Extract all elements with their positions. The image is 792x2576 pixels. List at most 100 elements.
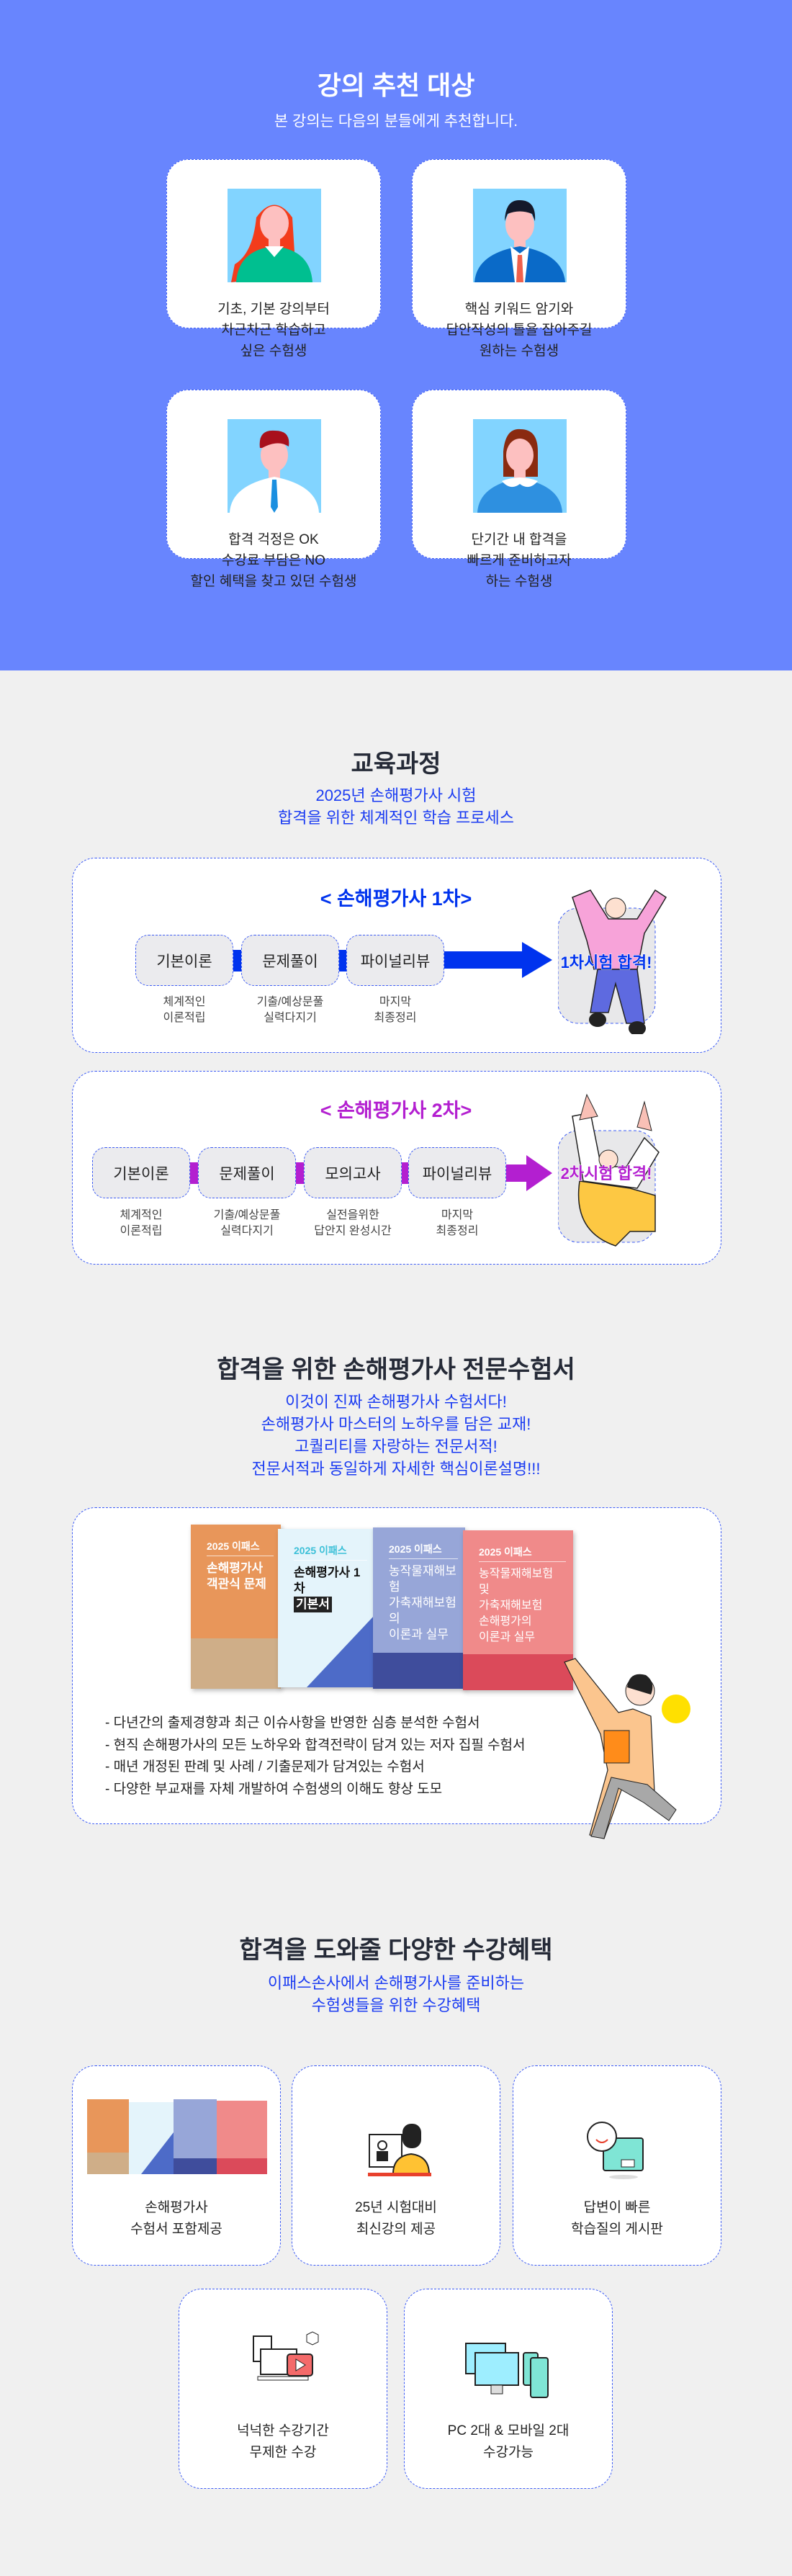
feature-item: - 현직 손해평가사의 모든 노하우와 합격전략이 담겨 있는 저자 집필 수험…: [105, 1737, 526, 1753]
track-1-heading: < 손해평가사 1차>: [320, 888, 472, 910]
benefit-text: 25년 시험대비: [355, 2200, 437, 2215]
benefit-text: 무제한 수강: [249, 2445, 317, 2460]
book-title-line: 농작물재해보험: [389, 1564, 456, 1594]
book-brand: 2025 이패스: [207, 1539, 274, 1556]
man-shirt-tie-avatar: [228, 419, 321, 513]
recommend-card: 단기간 내 합격을 빠르게 준비하고자 하는 수험생: [412, 390, 626, 589]
arrow-right-icon: [506, 1155, 552, 1191]
man-suit-avatar: [473, 189, 567, 282]
card-text-line: 빠르게 준비하고자: [467, 553, 572, 568]
subtitle-line: 수험생들을 위한 수강혜택: [311, 1996, 481, 2014]
benefit-text: 넉넉한 수강기간: [237, 2423, 329, 2438]
step-final-review: 파이널리뷰: [346, 935, 444, 986]
book-title-line: 손해평가사 1차: [294, 1566, 361, 1595]
card-text-line: 할인 혜택을 찾고 있던 수험생: [190, 574, 357, 589]
recommend-title: 강의 추천 대상: [317, 71, 475, 100]
books-title: 합격을 위한 손해평가사 전문수험서: [217, 1356, 575, 1383]
intro-line: 전문서적과 동일하게 자세한 핵심이론설명!!!: [251, 1460, 541, 1478]
feature-item: - 매년 개정된 판례 및 사례 / 기출문제가 담겨있는 수험서: [105, 1759, 425, 1774]
card-text-line: 단기간 내 합격을: [471, 532, 567, 547]
benefit-text: 손해평가사: [145, 2200, 208, 2215]
step-problem-solving: 문제풀이: [198, 1147, 296, 1198]
card-text-line: 수강료 부담은 NO: [222, 553, 325, 568]
card-text-line: 싶은 수험생: [240, 344, 307, 359]
book-brand: 2025 이패스: [294, 1543, 367, 1561]
book-brand: 2025 이패스: [479, 1545, 566, 1562]
intro-line: 이것이 진짜 손해평가사 수험서다!: [285, 1393, 507, 1411]
benefit-text: 수험서 포함제공: [130, 2222, 222, 2237]
step-connector: [233, 950, 242, 971]
card-text-line: 원하는 수험생: [479, 344, 559, 359]
step-desc: 실전을위한: [326, 1209, 379, 1221]
step-connector: [190, 1162, 199, 1184]
books-icon: [87, 2099, 267, 2174]
card-text-line: 기초, 기본 강의부터: [217, 302, 330, 317]
step-desc: 체계적인: [163, 996, 206, 1008]
step-desc: 답안지 완성시간: [314, 1225, 392, 1237]
card-text-line: 하는 수험생: [485, 574, 553, 589]
running-student-illustration: [564, 1658, 690, 1839]
curriculum-subtitle: 2025년 손해평가사 시험 합격을 위한 체계적인 학습 프로세스: [0, 784, 792, 829]
book-title-line: 농작물재해보험 및: [479, 1568, 554, 1596]
subtitle-line: 2025년 손해평가사 시험: [315, 786, 477, 804]
step-connector: [295, 1162, 304, 1184]
recommend-section: 강의 추천 대상 본 강의는 다음의 분들에게 추천합니다. 기초, 기본 강의…: [0, 0, 792, 670]
step-final-review: 파이널리뷰: [408, 1147, 506, 1198]
recommend-card: 핵심 키워드 암기와 답안작성의 틀을 잡아주길 원하는 수험생: [412, 159, 626, 359]
step-mock-exam: 모의고사: [304, 1147, 402, 1198]
pc-mobile-devices-icon: [465, 2343, 549, 2398]
book-title-line: 가축재해보험: [479, 1599, 543, 1612]
intro-line: 손해평가사 마스터의 노하우를 담은 교재!: [261, 1415, 531, 1433]
recommend-card: 합격 걱정은 OK 수강료 부담은 NO 할인 혜택을 찾고 있던 수험생: [166, 390, 381, 589]
card-text-line: 핵심 키워드 암기와: [464, 302, 574, 317]
benefit-text: 최신강의 제공: [356, 2222, 436, 2237]
book-title-line: 손해평가의: [479, 1615, 532, 1628]
book-title-line: 손해평가사: [207, 1561, 264, 1575]
qna-board-icon: [587, 2122, 644, 2179]
book-cover: 2025 이패스 손해평가사 1차 기본서: [278, 1529, 374, 1687]
step-desc: 체계적인: [120, 1209, 163, 1221]
intro-line: 고퀄리티를 자랑하는 전문서적!: [294, 1437, 498, 1455]
step-desc: 이론적립: [163, 1012, 206, 1024]
benefits-subtitle: 이패스손사에서 손해평가사를 준비하는 수험생들을 위한 수강혜택: [0, 1972, 792, 2016]
step-connector: [401, 1162, 410, 1184]
subtitle-line: 이패스손사에서 손해평가사를 준비하는: [267, 1974, 525, 1992]
benefit-text: 수강가능: [483, 2445, 534, 2460]
curriculum-title: 교육과정: [351, 750, 441, 778]
book-title-line: 기본서: [294, 1597, 332, 1612]
feature-item: - 다양한 부교재를 자체 개발하여 수험생의 이해도 향상 도모: [105, 1781, 443, 1797]
book-cover: 2025 이패스 농작물재해보험 가축재해보험의 이론과 실무: [373, 1527, 465, 1689]
books-intro: 이것이 진짜 손해평가사 수험서다! 손해평가사 마스터의 노하우를 담은 교재…: [0, 1391, 792, 1480]
step-desc: 기출/예상문풀: [213, 1209, 281, 1221]
track-1-pass-badge: 1차시험 합격!: [560, 953, 652, 972]
step-desc: 실력다지기: [220, 1225, 274, 1237]
step-desc: 이론적립: [120, 1225, 163, 1237]
step-desc: 최종정리: [436, 1225, 479, 1237]
step-desc: 마지막: [379, 996, 412, 1008]
jumping-person-illustration: [558, 1093, 660, 1247]
book-cover: 2025 이패스 농작물재해보험 및 가축재해보험 손해평가의 이론과 실무: [463, 1530, 573, 1690]
book-title-line: 이론과 실무: [479, 1631, 536, 1643]
track-2-pass-badge: 2차시험 합격!: [560, 1164, 652, 1183]
woman-red-hair-avatar: [228, 189, 321, 282]
step-basic-theory: 기본이론: [135, 935, 233, 986]
book-title-line: 이론과 실무: [389, 1628, 449, 1641]
step-connector: [338, 950, 347, 971]
book-brand: 2025 이패스: [389, 1542, 458, 1559]
card-text-line: 합격 걱정은 OK: [228, 532, 319, 547]
book-cover: 2025 이패스 손해평가사 객관식 문제: [191, 1525, 281, 1689]
step-basic-theory: 기본이론: [92, 1147, 190, 1198]
woman-blue-dress-avatar: [473, 419, 567, 513]
online-lecture-icon: [368, 2124, 431, 2176]
step-desc: 실력다지기: [264, 1012, 317, 1024]
books-feature-list: - 다년간의 출제경향과 최근 이슈사항을 반영한 심층 분석한 수험서 - 현…: [105, 1713, 526, 1800]
card-text-line: 차근차근 학습하고: [221, 323, 326, 338]
book-cover-graphic: [307, 1615, 374, 1687]
video-course-icon: [253, 2331, 319, 2381]
arrow-right-icon: [444, 942, 552, 978]
feature-item: - 다년간의 출제경향과 최근 이슈사항을 반영한 심층 분석한 수험서: [105, 1715, 480, 1731]
